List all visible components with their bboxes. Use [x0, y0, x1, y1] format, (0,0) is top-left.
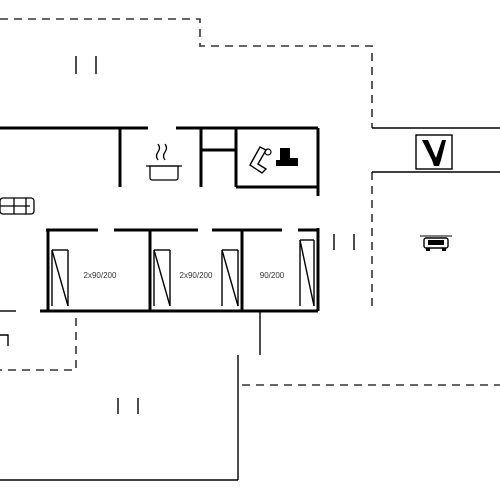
bedroom-label-3: 90/200 [260, 271, 285, 280]
sofa-icon [0, 197, 35, 215]
toilet-icon [249, 146, 268, 174]
walls [0, 126, 320, 313]
wine-glasses-icon [415, 134, 453, 170]
car-icon [420, 235, 452, 251]
thin-lines [0, 56, 500, 481]
bedroom-label-2: 2x90/200 [180, 271, 213, 280]
shower-icon [264, 148, 298, 166]
bedroom-label-1: 2x90/200 [84, 271, 117, 280]
dashed-outline [0, 18, 500, 386]
stove-icon [146, 143, 182, 181]
